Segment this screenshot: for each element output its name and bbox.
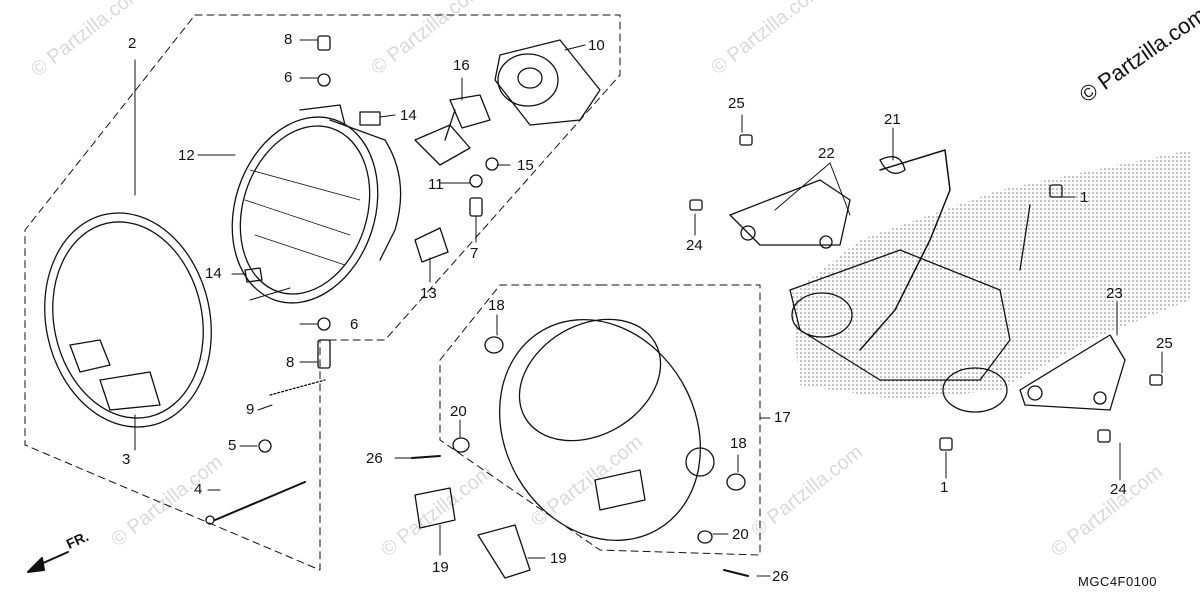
headlight-rim-drawing <box>44 212 212 428</box>
callout-8-top[interactable]: 8 <box>284 31 293 48</box>
callout-1-top[interactable]: 1 <box>1080 189 1089 206</box>
callout-25-left[interactable]: 25 <box>728 95 745 112</box>
bulb-drawing <box>414 94 491 166</box>
callout-14-top[interactable]: 14 <box>400 107 417 124</box>
callout-25-right[interactable]: 25 <box>1156 335 1173 352</box>
callout-6-top[interactable]: 6 <box>284 69 293 86</box>
callout-12[interactable]: 12 <box>178 147 195 164</box>
callout-9[interactable]: 9 <box>246 401 255 418</box>
callout-24-left[interactable]: 24 <box>686 237 703 254</box>
callout-17[interactable]: 17 <box>774 409 791 426</box>
drawing-code: MGC4F0100 <box>1078 574 1157 589</box>
callout-21[interactable]: 21 <box>884 111 901 128</box>
callout-1-bottom[interactable]: 1 <box>940 479 949 496</box>
callout-19-right[interactable]: 19 <box>550 550 567 567</box>
callout-23[interactable]: 23 <box>1106 285 1123 302</box>
callout-20-left[interactable]: 20 <box>450 403 467 420</box>
callout-15[interactable]: 15 <box>517 157 534 174</box>
bracket-drawing <box>689 134 1163 451</box>
callout-24-right[interactable]: 24 <box>1110 481 1127 498</box>
frame-shading <box>790 150 1190 400</box>
callout-20-right[interactable]: 20 <box>732 526 749 543</box>
callout-8-bottom[interactable]: 8 <box>286 354 295 371</box>
callout-14-bottom[interactable]: 14 <box>205 265 222 282</box>
callout-5[interactable]: 5 <box>228 437 237 454</box>
front-direction-arrow <box>27 551 69 573</box>
case-hardware-drawing <box>411 336 749 579</box>
headlight-unit-drawing <box>231 104 402 304</box>
callout-18-right[interactable]: 18 <box>730 435 747 452</box>
callout-22[interactable]: 22 <box>818 145 835 162</box>
callout-2[interactable]: 2 <box>128 35 137 52</box>
callout-18-left[interactable]: 18 <box>488 297 505 314</box>
callout-6-bottom[interactable]: 6 <box>350 316 359 333</box>
callout-3[interactable]: 3 <box>122 451 131 468</box>
callout-26-left[interactable]: 26 <box>366 450 383 467</box>
callout-7[interactable]: 7 <box>470 245 479 262</box>
callout-11[interactable]: 11 <box>428 176 444 193</box>
case-group-outline <box>439 284 761 556</box>
callout-19-left[interactable]: 19 <box>432 559 449 576</box>
callout-10[interactable]: 10 <box>588 37 605 54</box>
leader-lines <box>134 39 1163 577</box>
bulb-cover-drawing <box>494 39 601 126</box>
headlight-case-drawing <box>498 318 715 541</box>
callout-26-right[interactable]: 26 <box>772 568 789 585</box>
callout-16[interactable]: 16 <box>453 57 470 74</box>
headlight-group-outline <box>24 14 621 571</box>
callout-4[interactable]: 4 <box>194 481 203 498</box>
callout-13[interactable]: 13 <box>420 285 437 302</box>
